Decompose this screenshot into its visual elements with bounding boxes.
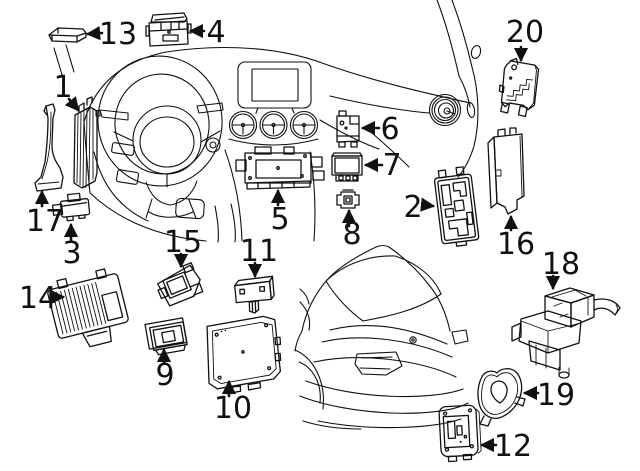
callout-13-arrow [85,26,104,41]
tail-light-right [451,329,469,345]
callout-18-label: 18 [542,247,580,282]
callout-6-label: 6 [380,112,399,147]
callout-19-label: 19 [537,378,575,413]
callout-10: 10 [214,379,252,426]
wheel-arch [294,349,325,410]
callout-15: 15 [164,225,202,269]
callout-15-label: 15 [164,225,202,260]
part-14-amplifier [47,268,129,348]
callout-8-label: 8 [342,217,361,252]
callout-3: 3 [62,222,82,271]
part-8-connector [336,189,360,209]
air-vents [228,110,319,146]
callout-7-label: 7 [382,148,401,183]
car-rear-illustration [294,244,469,430]
part-3-module [51,192,91,222]
callout-12: 12 [479,429,532,464]
part-6-module [336,110,360,148]
part-15-sensor [156,262,204,307]
part-5-module [235,146,325,190]
steering-wheel [95,55,224,219]
callout-4-label: 4 [206,15,225,50]
part-7-module [331,152,363,182]
callout-5: 5 [270,188,290,237]
part-17-bracket [34,103,64,192]
callout-13-label: 13 [99,17,137,52]
callout-19: 19 [522,378,575,413]
part-1-control-unit [73,96,98,189]
callout-12-label: 12 [494,429,532,464]
callout-16: 16 [497,214,535,262]
callout-20: 20 [506,15,544,63]
callout-14: 14 [19,281,66,316]
callout-5-label: 5 [270,202,289,237]
callout-7: 7 [363,148,402,183]
callouts: 1 2 3 4 5 6 7 8 [19,15,580,464]
part-16-module [487,127,525,215]
side-air-vent [428,93,462,127]
callout-1: 1 [53,70,80,112]
part-2-fuse-module [433,166,480,247]
part-9-tray-module [144,317,188,356]
part-18-bracket-assembly [511,287,621,379]
callout-17: 17 [26,189,64,239]
part-19-seal-bracket [477,368,526,427]
a-pillar [436,0,482,178]
callout-20-label: 20 [506,15,544,50]
callout-9-label: 9 [155,358,174,393]
callout-11: 11 [240,234,278,279]
callout-4: 4 [188,15,226,50]
callout-10-label: 10 [214,391,252,426]
callout-3-label: 3 [62,236,81,271]
callout-1-label: 1 [53,70,72,105]
tail-light-left [354,351,403,376]
callout-16-label: 16 [497,227,535,262]
callout-8: 8 [341,208,362,252]
callout-2-label: 2 [403,190,422,225]
callout-17-label: 17 [26,204,64,239]
callout-18: 18 [542,247,580,291]
callout-11-label: 11 [240,234,278,269]
part-12-module [438,404,482,463]
part-20-module [498,57,540,118]
callout-9: 9 [155,347,175,393]
part-10-control-plate [206,315,282,395]
part-13-module [48,27,87,43]
part-4-module [145,12,192,47]
part-11-antenna-module [234,275,275,314]
callout-13: 13 [85,17,137,52]
callout-1-arrow [64,96,80,112]
callout-6: 6 [360,112,400,147]
callout-14-label: 14 [19,281,57,316]
start-button [205,137,221,153]
callout-2: 2 [403,190,436,225]
center-display [237,61,312,114]
brand-emblem-icon [409,336,417,344]
callout-2-arrow [420,197,436,212]
